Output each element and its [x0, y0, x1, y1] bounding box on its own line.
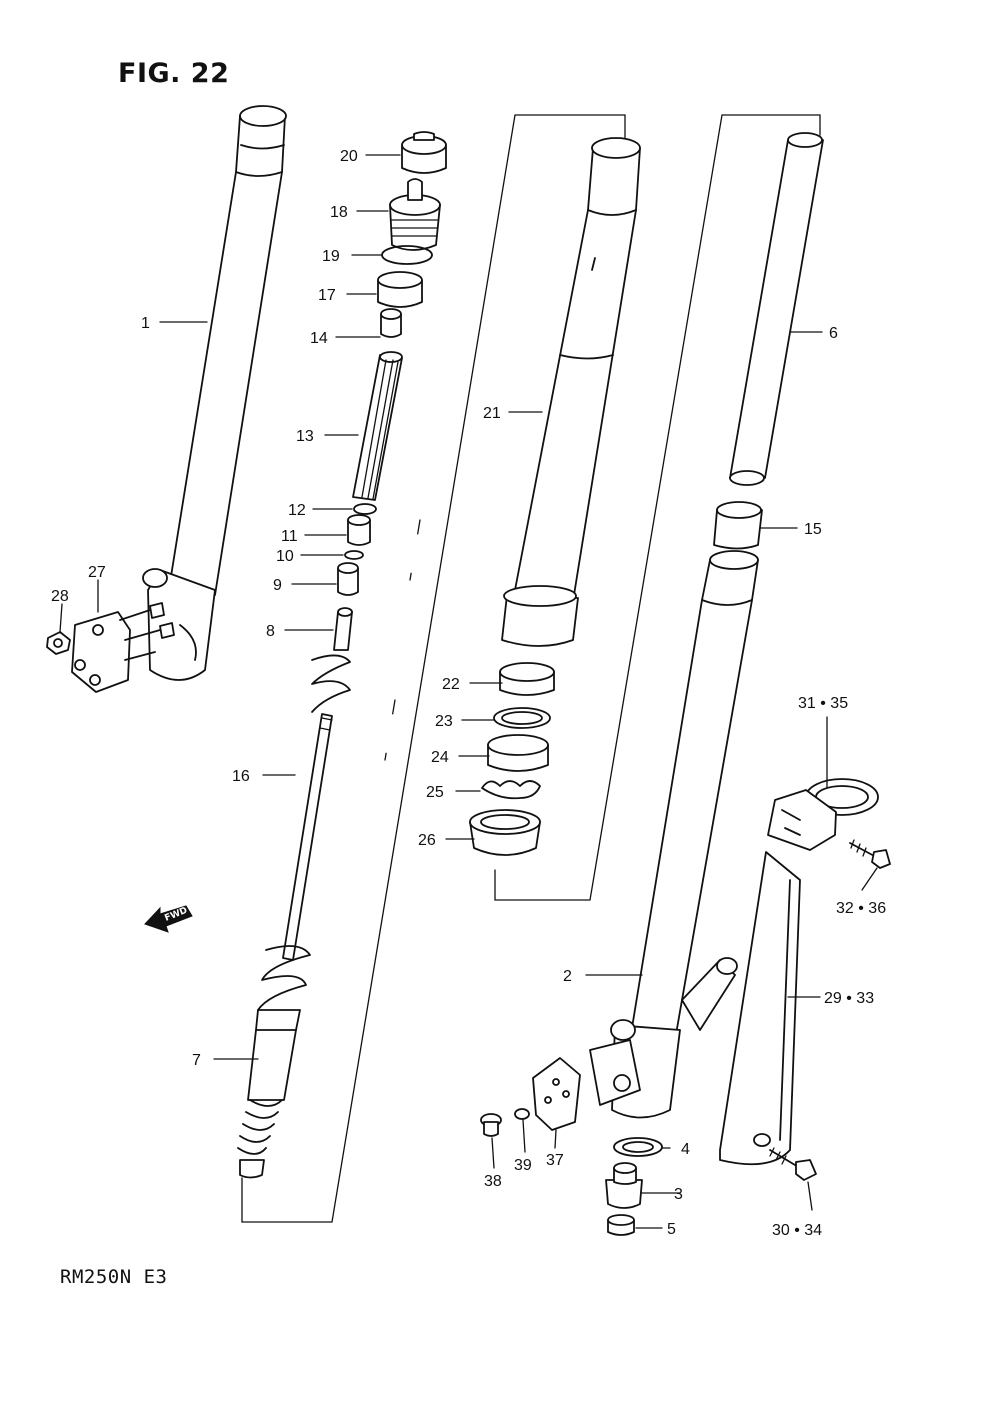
part-27-axle-holder [71, 602, 175, 693]
callout-38: 38 [484, 1173, 502, 1190]
part-24-oil-seal [487, 734, 549, 772]
part-30-34-bolt [769, 1147, 817, 1181]
part-11-collar [347, 514, 371, 546]
part-31-35-clamp [767, 778, 879, 851]
fwd-direction-arrow-icon: FWD [144, 905, 193, 933]
part-14-nut [380, 308, 402, 338]
callout-27: 27 [88, 564, 106, 581]
callout-32-36: 32 • 36 [836, 900, 886, 917]
part-17-bushing [377, 271, 423, 308]
part-2-outer-tube-right [589, 550, 759, 1119]
callout-labels: 1 2 3 4 5 6 7 8 9 10 11 12 13 14 15 16 1… [51, 148, 886, 1239]
part-23-washer [493, 707, 551, 729]
callout-8: 8 [266, 623, 275, 640]
part-10-clip [344, 550, 364, 560]
callout-28: 28 [51, 588, 69, 605]
part-32-36-bolt [849, 839, 891, 869]
callout-29-33: 29 • 33 [824, 990, 874, 1007]
callout-5: 5 [667, 1221, 676, 1238]
part-25-retaining-clip [481, 780, 541, 800]
assembly-bracket-right [384, 114, 821, 901]
callout-15: 15 [804, 521, 822, 538]
callout-12: 12 [288, 502, 306, 519]
callout-31-35: 31 • 35 [798, 695, 848, 712]
callout-21: 21 [483, 405, 501, 422]
part-20-cap [401, 131, 447, 174]
callout-23: 23 [435, 713, 453, 730]
callout-6: 6 [829, 325, 838, 342]
part-6-fork-spring [729, 132, 824, 486]
model-code: RM250N E3 [60, 1266, 168, 1288]
part-21-inner-tube [501, 137, 641, 647]
leader-lines [59, 154, 878, 1229]
part-18-damper-rod-head [389, 178, 441, 251]
callout-20: 20 [340, 148, 358, 165]
callout-4: 4 [681, 1141, 690, 1158]
callout-16: 16 [232, 768, 250, 785]
assembly-bracket-left [241, 114, 626, 1223]
callout-26: 26 [418, 832, 436, 849]
part-7-damper-cylinder [237, 945, 311, 1179]
callout-14: 14 [310, 330, 328, 347]
callout-10: 10 [276, 548, 294, 565]
part-28-nut [46, 631, 71, 655]
callout-19: 19 [322, 248, 340, 265]
callout-3: 3 [674, 1186, 683, 1203]
part-26-dust-seal [469, 809, 541, 856]
callout-37: 37 [546, 1152, 564, 1169]
part-12-washer [353, 503, 377, 515]
callout-7: 7 [192, 1052, 201, 1069]
part-38-bolt [480, 1113, 502, 1137]
callout-30-34: 30 • 34 [772, 1222, 822, 1239]
callout-9: 9 [273, 577, 282, 594]
figure-title: FIG. 22 [118, 58, 230, 89]
part-15-spacer [713, 501, 763, 550]
part-9-collar [337, 562, 359, 596]
part-8-rod-piston [311, 607, 353, 713]
part-16-damper-rod [282, 713, 333, 961]
callout-24: 24 [431, 749, 449, 766]
part-4-gasket [613, 1137, 663, 1157]
callout-39: 39 [514, 1157, 532, 1174]
part-13-spring-guide [352, 351, 403, 501]
part-1-outer-tube [142, 105, 287, 681]
callout-13: 13 [296, 428, 314, 445]
callout-1: 1 [141, 315, 150, 332]
callout-17: 17 [318, 287, 336, 304]
callout-11: 11 [281, 528, 298, 545]
callout-22: 22 [442, 676, 460, 693]
part-29-33-fork-guard [719, 851, 801, 1166]
callout-2: 2 [563, 968, 572, 985]
part-22-guide-bushing [499, 662, 555, 696]
part-3-bolt [605, 1162, 643, 1209]
part-37-reflector-plate [532, 1057, 581, 1131]
callout-25: 25 [426, 784, 444, 801]
part-5-cap [607, 1214, 635, 1236]
part-39-washer [514, 1108, 530, 1120]
callout-18: 18 [330, 204, 348, 221]
